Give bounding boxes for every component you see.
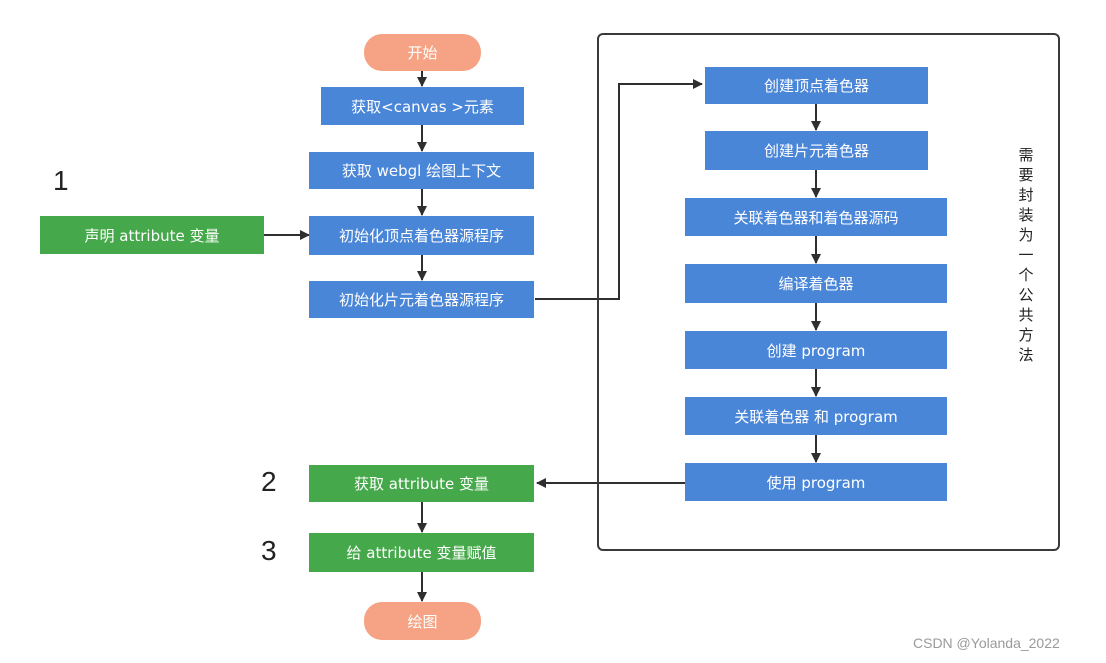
arrow-fragment-to-group [535, 79, 703, 300]
start-node: 开始 [364, 34, 481, 71]
draw-node: 绘图 [364, 602, 481, 640]
compile-shader-node: 编译着色器 [685, 264, 947, 303]
group-note: 需要封装为一个公共方法 [1018, 146, 1034, 364]
create-program-node: 创建 program [685, 331, 947, 369]
step-number-2: 2 [261, 466, 277, 497]
shader-setup-group [597, 33, 1060, 551]
get-attribute-node: 获取 attribute 变量 [309, 465, 534, 502]
get-context-node: 获取 webgl 绘图上下文 [309, 152, 534, 189]
create-fragment-shader-node: 创建片元着色器 [705, 131, 928, 170]
create-vertex-shader-node: 创建顶点着色器 [705, 67, 928, 104]
assign-attribute-node: 给 attribute 变量赋值 [309, 533, 534, 572]
step-number-1: 1 [53, 165, 69, 196]
init-vertex-shader-node: 初始化顶点着色器源程序 [309, 216, 534, 255]
init-fragment-shader-node: 初始化片元着色器源程序 [309, 281, 534, 318]
watermark: CSDN @Yolanda_2022 [913, 635, 1060, 651]
step-number-3: 3 [261, 535, 277, 566]
declare-attribute-node: 声明 attribute 变量 [40, 216, 264, 254]
use-program-node: 使用 program [685, 463, 947, 501]
get-canvas-node: 获取<canvas >元素 [321, 87, 524, 125]
attach-shader-program-node: 关联着色器 和 program [685, 397, 947, 435]
link-shader-source-node: 关联着色器和着色器源码 [685, 198, 947, 236]
